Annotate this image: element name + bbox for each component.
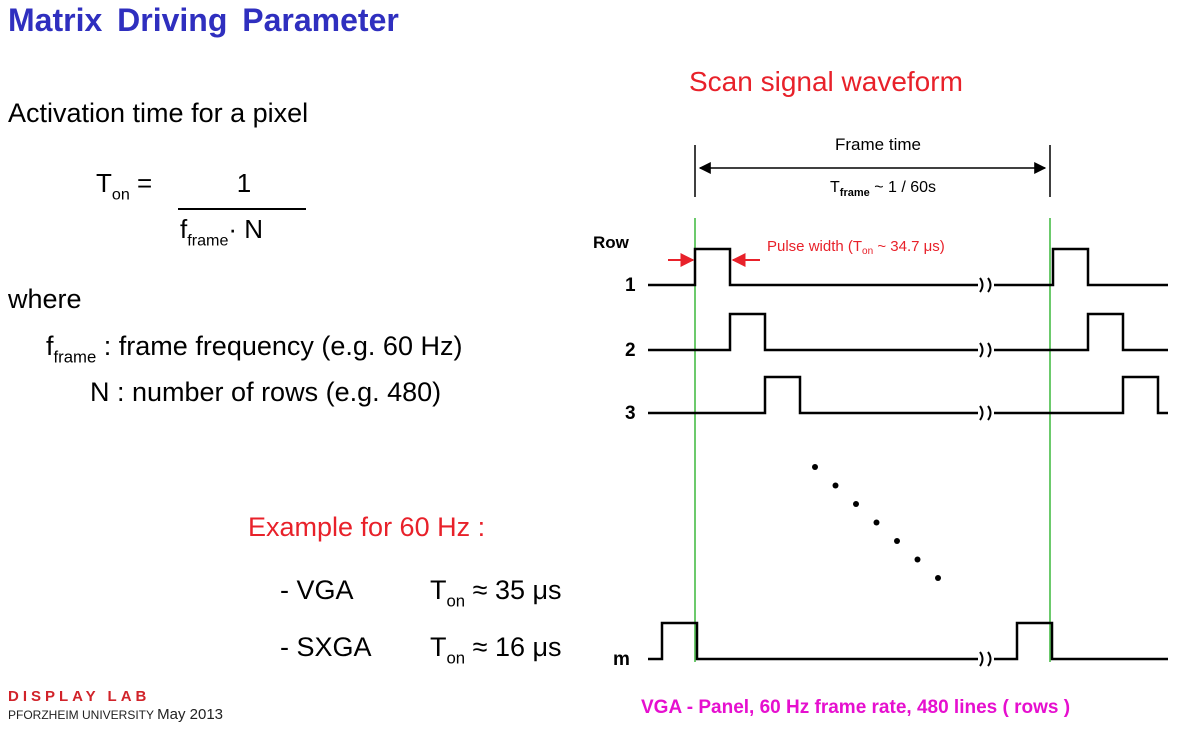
example-name: - VGA — [280, 575, 354, 605]
slide-title: Matrix Driving Parameter — [8, 2, 399, 38]
example-name: - SXGA — [280, 632, 372, 662]
time-break-mark — [979, 651, 992, 667]
footer-university: PFORZHEIM UNIVERSITY May 2013 — [8, 706, 224, 723]
continuation-dot — [853, 501, 859, 507]
waveform-title: Scan signal waveform — [689, 66, 963, 97]
f-frame-definition: fframe : frame frequency (e.g. 60 Hz) — [46, 331, 463, 367]
continuation-dot — [832, 482, 839, 489]
activation-text: Activation time for a pixel — [8, 98, 309, 128]
footer-date: May 2013 — [157, 706, 224, 723]
example-value: Ton ≈ 16 μs — [430, 632, 562, 668]
where-label: where — [8, 284, 82, 314]
continuation-dot — [894, 538, 900, 544]
example-value: Ton ≈ 35 μs — [430, 575, 562, 611]
time-break-mark — [979, 277, 992, 293]
continuation-dot — [914, 556, 921, 563]
formula-denominator: fframe· N — [180, 214, 264, 250]
row-label: 1 — [625, 275, 636, 296]
time-break-mark — [979, 342, 992, 358]
time-break-mark — [979, 405, 992, 421]
frame-time-label: Frame time — [835, 135, 921, 154]
tframe-label: Tframe ~ 1 / 60s — [830, 179, 936, 199]
row-waveforms: 1 2 3 m — [613, 247, 1168, 670]
pulse-width-label: Pulse width (Ton ~ 34.7 μs) — [767, 238, 945, 257]
continuation-dot — [873, 519, 880, 526]
row-label: 3 — [625, 403, 636, 424]
n-definition: N : number of rows (e.g. 480) — [90, 377, 442, 407]
row-1-signal — [648, 247, 1168, 287]
row-label: m — [613, 649, 630, 670]
continuation-dot — [812, 464, 818, 470]
diagram-caption: VGA - Panel, 60 Hz frame rate, 480 lines… — [641, 697, 1071, 718]
row-m-signal — [648, 621, 1168, 661]
row-label: 2 — [625, 340, 636, 361]
formula-lhs: Ton = — [96, 168, 153, 204]
fraction-bar — [178, 208, 306, 210]
row-header: Row — [593, 233, 630, 252]
footer-lab-logo: DISPLAY LAB — [8, 688, 151, 705]
row-2-signal — [648, 312, 1168, 352]
continuation-dots — [812, 464, 941, 581]
example-title: Example for 60 Hz : — [248, 512, 486, 542]
row-3-signal — [648, 375, 1168, 415]
continuation-dot — [935, 575, 941, 581]
ton-formula: Ton = 1 fframe· N — [96, 168, 306, 248]
formula-numerator: 1 — [236, 168, 252, 198]
